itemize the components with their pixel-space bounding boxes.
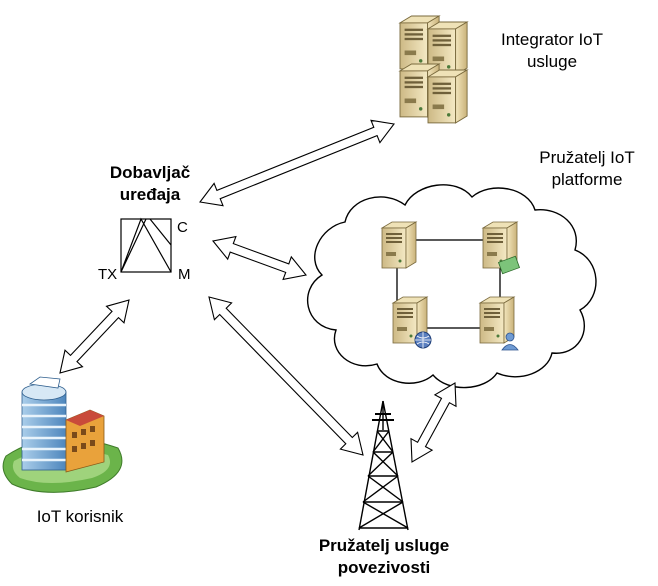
server-cluster-icon <box>399 15 468 124</box>
integrator-label: Integrator IoT usluge <box>482 29 622 73</box>
device-m-label: M <box>178 266 191 283</box>
platform-label-line2: platforme <box>551 170 623 189</box>
connectivity-label-line1: Pružatelj usluge <box>318 536 450 555</box>
supplier-label-line2: uređaja <box>119 185 181 204</box>
device-c-label: C <box>177 219 188 236</box>
integrator-label-line2: usluge <box>526 52 578 71</box>
connection-arrows <box>59 119 457 463</box>
cloud-icon <box>306 184 597 389</box>
radio-tower-icon <box>358 400 409 531</box>
arrow-supplier-connectivity <box>208 296 364 456</box>
arrow-platform-connectivity <box>410 382 457 463</box>
office-building-icon <box>2 376 123 493</box>
supplier-label: Dobavljač uređaja <box>98 162 202 206</box>
platform-label-line1: Pružatelj IoT <box>539 148 635 167</box>
connectivity-label: Pružatelj usluge povezivosti <box>294 535 474 579</box>
arrow-supplier-integrator <box>199 119 395 207</box>
platform-label: Pružatelj IoT platforme <box>520 147 654 191</box>
device-tx-label: TX <box>98 266 117 283</box>
connectivity-label-line2: povezivosti <box>337 558 431 577</box>
arrow-supplier-platform <box>211 235 308 281</box>
platform-server-icon <box>381 221 521 351</box>
arrow-supplier-user <box>59 299 130 374</box>
user-label: IoT korisnik <box>36 507 124 526</box>
supplier-label-line1: Dobavljač <box>109 163 191 182</box>
platform-network-links <box>396 239 501 329</box>
integrator-label-line1: Integrator IoT <box>500 30 604 49</box>
device-box-icon <box>120 217 172 273</box>
